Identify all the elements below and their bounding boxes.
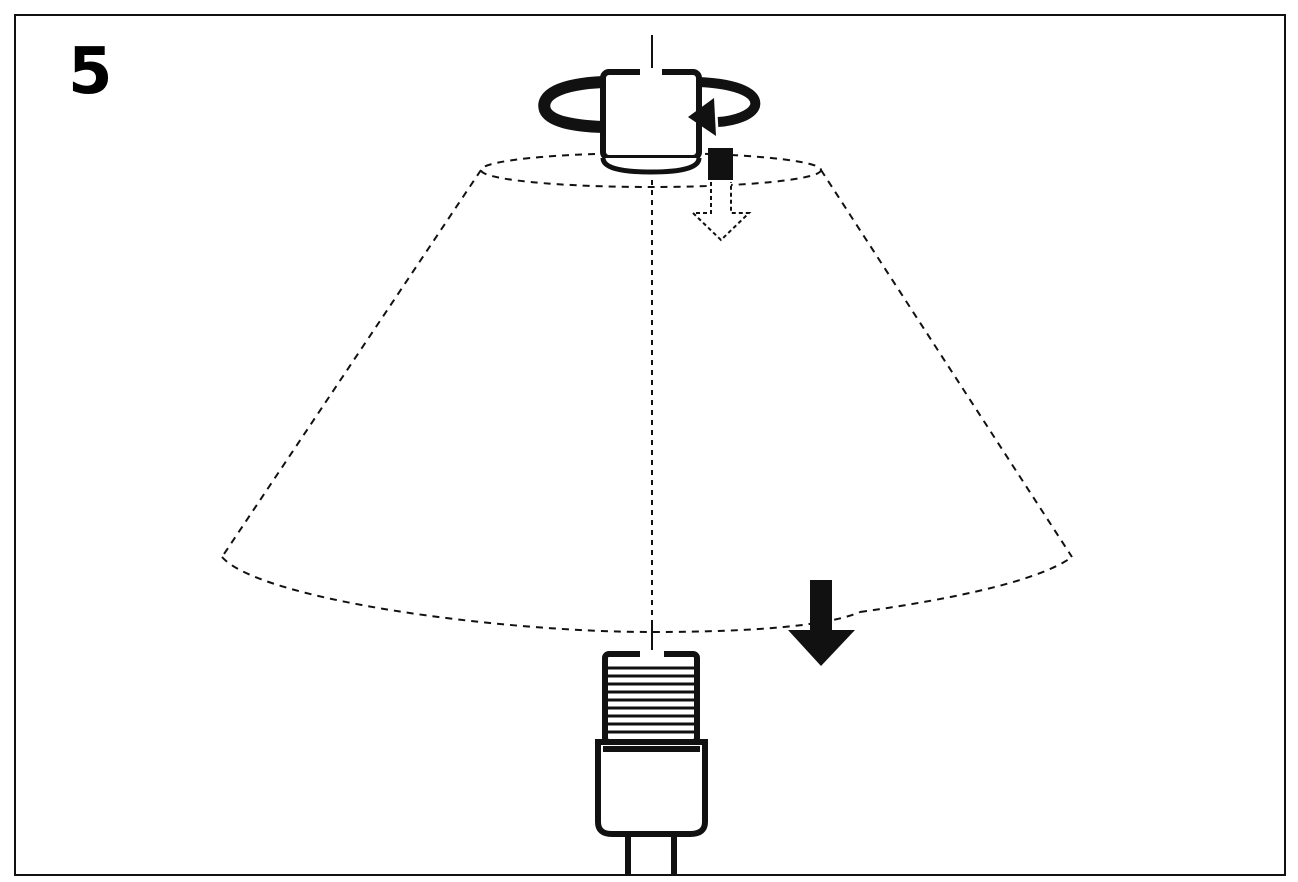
shade-ring — [600, 68, 702, 175]
lamp-shade-left-side — [221, 169, 482, 558]
socket-body — [595, 739, 708, 837]
lamp-shade-right-side — [820, 169, 1073, 558]
lamp-socket — [595, 650, 708, 876]
lamp-shade-bottom-rim — [221, 556, 861, 634]
locking-tab — [708, 148, 733, 180]
lamp-shade — [221, 152, 1073, 634]
down-arrow-icon — [788, 580, 855, 666]
lamp-shade-bottom-rim-right — [859, 556, 1073, 613]
step-number: 5 — [68, 35, 113, 109]
hollow-down-arrow-icon — [690, 182, 752, 242]
rotate-arrow-icon — [538, 76, 761, 136]
